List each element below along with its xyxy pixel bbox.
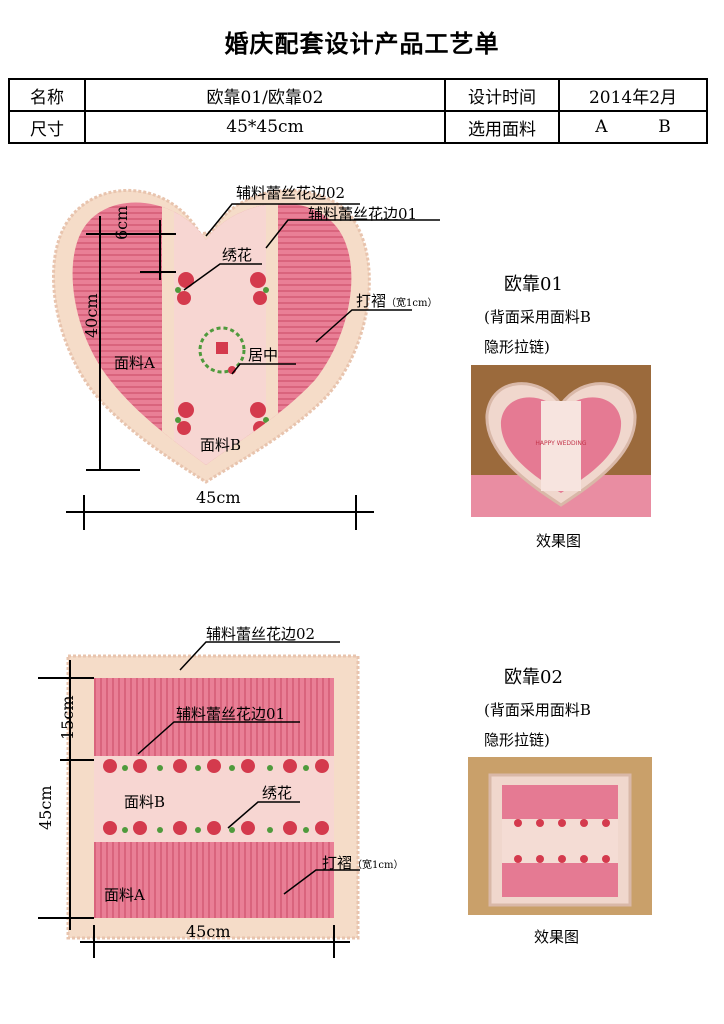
fabric-a: A	[595, 117, 608, 137]
pillow2-effect-label: 效果图	[534, 928, 580, 946]
fabric-b: B	[658, 117, 671, 137]
pillow1-effect-label: 效果图	[536, 532, 582, 550]
heart-lace02-label: 辅料蕾丝花边02	[236, 184, 346, 202]
name-label: 名称	[8, 78, 86, 112]
heart-center-label: 居中	[248, 346, 279, 364]
pillow2-photo	[468, 757, 652, 915]
page-title: 婚庆配套设计产品工艺单	[224, 30, 500, 58]
design-time-value: 2014年2月	[558, 78, 708, 112]
name-value: 欧靠01/欧靠02	[84, 78, 446, 112]
square-pleat-text: 打褶	[322, 854, 353, 872]
square-pleat-label: 打褶（宽1cm）	[322, 852, 403, 873]
heart-dim-6cm: 6cm	[112, 205, 131, 240]
pillow1-name: 欧靠01	[504, 274, 563, 295]
fabric-value: A B	[558, 110, 708, 144]
spec-row-size: 尺寸 45*45cm 选用面料 A B	[8, 110, 708, 144]
pillow1-back-note-1: (背面采用面料B	[484, 308, 591, 326]
heart-lace01-label: 辅料蕾丝花边01	[308, 205, 418, 223]
square-dim-15cm: 15cm	[58, 695, 77, 741]
square-fabric-b-label: 面料B	[124, 793, 166, 811]
square-embroidery-label: 绣花	[262, 784, 293, 802]
heart-dim-45cm: 45cm	[196, 488, 241, 507]
heart-embroidery-label: 绣花	[222, 246, 253, 264]
heart-pleat-label: 打褶（宽1cm）	[356, 290, 437, 311]
size-label: 尺寸	[8, 110, 86, 144]
pillow1-photo-text: HAPPY WEDDING	[535, 440, 587, 447]
pillow1-photo: HAPPY WEDDING	[471, 365, 651, 517]
square-dim-45cm-vertical: 45cm	[36, 785, 55, 831]
pillow1-back-note-2: 隐形拉链)	[484, 338, 550, 356]
size-value: 45*45cm	[84, 110, 446, 144]
pillow2-name: 欧靠02	[504, 667, 563, 688]
heart-fabric-a-label: 面料A	[114, 354, 155, 372]
heart-pleat-width: （宽1cm）	[386, 298, 438, 309]
square-lace01-label: 辅料蕾丝花边01	[176, 705, 286, 723]
pillow2-back-note-2: 隐形拉链)	[484, 731, 550, 749]
square-pleat-width: （宽1cm）	[352, 860, 404, 871]
heart-dim-40cm: 40cm	[82, 293, 101, 339]
design-time-label: 设计时间	[444, 78, 560, 112]
fabric-label: 选用面料	[444, 110, 560, 144]
square-pillow-drawing	[38, 641, 360, 958]
pillow2-back-note-1: (背面采用面料B	[484, 701, 591, 719]
heart-fabric-b-label: 面料B	[200, 436, 242, 454]
spec-row-name: 名称 欧靠01/欧靠02 设计时间 2014年2月	[8, 78, 708, 112]
heart-pillow-drawing	[52, 188, 440, 530]
heart-pleat-text: 打褶	[356, 292, 387, 310]
square-lace02-label: 辅料蕾丝花边02	[206, 625, 316, 643]
spec-table: 名称 欧靠01/欧靠02 设计时间 2014年2月 尺寸 45*45cm 选用面…	[8, 78, 708, 144]
square-fabric-a-label: 面料A	[104, 886, 145, 904]
square-dim-45cm-horizontal: 45cm	[186, 922, 231, 941]
